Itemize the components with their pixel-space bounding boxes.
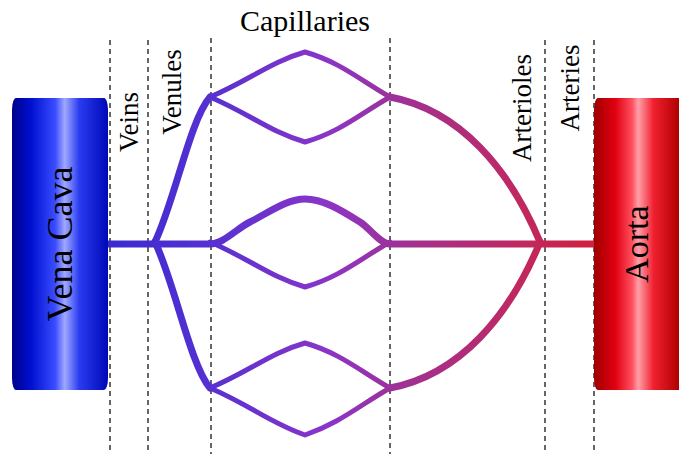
region-label: Arterioles	[509, 54, 536, 162]
vessel-name: Vena Cava	[42, 167, 78, 322]
venule	[155, 242, 210, 388]
capillary	[210, 52, 390, 97]
region-label: Venules	[159, 49, 186, 134]
region-label: Capillaries	[240, 6, 370, 36]
capillary	[210, 242, 390, 287]
region-label: Veins	[116, 92, 143, 152]
vessel-name: Aorta	[619, 205, 653, 282]
capillary	[210, 97, 390, 142]
blood-vessel-path	[108, 199, 594, 244]
vena-cava-vessel: Vena Cava	[12, 98, 108, 390]
region-label: Arteries	[557, 45, 584, 132]
capillary	[210, 388, 390, 435]
arteriole	[390, 242, 540, 388]
capillary	[210, 343, 390, 388]
aorta-vessel: Aorta	[594, 98, 679, 390]
